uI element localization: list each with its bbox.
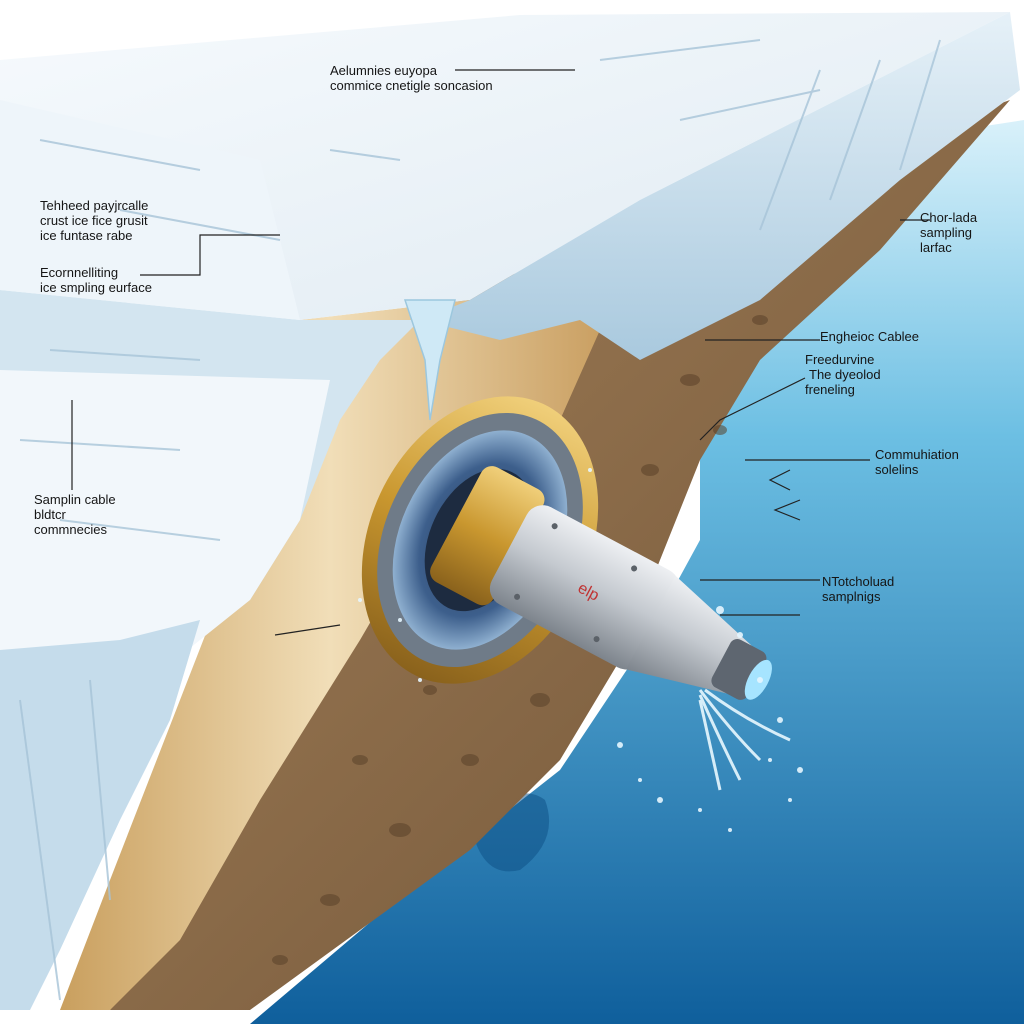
- ocean-water: [250, 120, 1024, 1024]
- label-engheioc: Engheioc Cablee: [820, 329, 919, 344]
- water-bubbles: [358, 468, 803, 832]
- label-chorlada-line-2: sampling: [920, 225, 973, 240]
- label-chorlada: Chor-lada sampling larfac: [920, 210, 977, 255]
- label-freedurvine-line-3: freneling: [805, 382, 855, 397]
- lower-ice-block: [0, 370, 330, 700]
- water-jet: [698, 688, 791, 791]
- label-engheioc-line-1: Engheioc Cablee: [820, 329, 920, 344]
- label-chorlada-line-1: Chor-lada: [920, 210, 978, 225]
- label-nitotcholuad-line-1: NTotcholuad: [822, 574, 895, 589]
- leader-lines: [71, 69, 930, 636]
- label-top-line-2: commice cnetigle soncasion: [330, 78, 493, 93]
- label-commuhiation: Commuhiation solelins: [875, 447, 959, 477]
- label-chorlada-line-3: larfac: [920, 240, 952, 255]
- label-tethered-line-1: Tehheed payjrcalle: [40, 198, 149, 213]
- label-sampling-cable-line-3: commnecies: [34, 522, 107, 537]
- label-freedurvine: Freedurvine The dyeolod freneling: [805, 352, 881, 397]
- label-sampling-cable-line-1: Samplin cable: [34, 492, 116, 507]
- label-commuhiation-line-1: Commuhiation: [875, 447, 959, 462]
- left-ice-shelf-surface: [0, 100, 300, 320]
- lower-ice-face: [0, 620, 200, 1010]
- label-tethered: Tehheed payjrcalle crust ice fice grusit…: [40, 198, 148, 243]
- label-nitotcholuad: NTotcholuad samplnigs: [822, 574, 894, 604]
- label-commuhiation-line-2: solelins: [875, 462, 919, 477]
- label-nitotcholuad-line-2: samplnigs: [822, 589, 881, 604]
- label-freedurvine-line-2: The dyeolod: [809, 367, 881, 382]
- label-ecomm-line-1: Ecornnelliting: [40, 265, 119, 280]
- label-sampling-cable: Samplin cable bldtcr commnecies: [34, 492, 116, 537]
- probe-body: elp: [430, 466, 772, 700]
- label-ecomm-line-2: ice smpling eurface: [40, 280, 152, 295]
- label-tethered-line-3: ice funtase rabe: [40, 228, 133, 243]
- ice-texture-lines: [19, 39, 941, 1001]
- label-freedurvine-line-1: Freedurvine: [805, 352, 875, 367]
- label-tethered-line-2: crust ice fice grusit: [40, 213, 148, 228]
- label-top: Aelumnies euyopa commice cnetigle soncas…: [330, 63, 493, 93]
- label-ecomm: Ecornnelliting ice smpling eurface: [40, 265, 152, 295]
- upper-ice-face: [420, 12, 1020, 360]
- label-sampling-cable-line-2: bldtcr: [34, 507, 66, 522]
- label-top-line-1: Aelumnies euyopa: [330, 63, 437, 78]
- icicle: [403, 299, 456, 421]
